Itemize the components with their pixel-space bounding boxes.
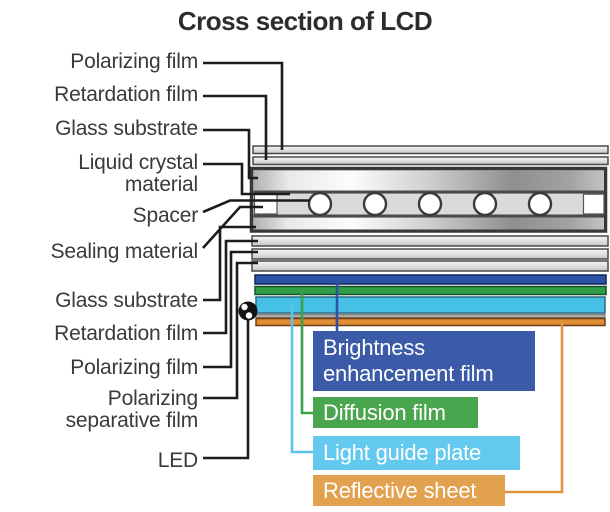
pointer-led — [203, 318, 250, 460]
layer-glass-substrate-bottom — [253, 217, 604, 230]
layer-retardation-film-bottom — [251, 235, 609, 247]
label-box-diffusion-film: Diffusion film — [313, 397, 478, 428]
spacer-circle — [472, 191, 498, 217]
label-retardation-film-bottom: Retardation film — [54, 322, 198, 345]
label-box-light-guide-plate: Light guide plate — [313, 436, 520, 470]
pointer-polarizing-film-top — [203, 61, 284, 150]
sealing-material-right — [582, 193, 605, 215]
spacer-circle — [362, 191, 388, 217]
sealing-material-left — [253, 193, 278, 215]
spacer-circle — [307, 191, 333, 217]
layer-polarizing-separative-film — [251, 260, 609, 272]
layer-glass-substrate-top — [253, 170, 604, 191]
label-spacer: Spacer — [132, 204, 199, 227]
colored-connectors — [290, 281, 564, 494]
pointer-sealing-material — [202, 205, 263, 249]
layer-brightness-enhancement-film — [254, 274, 607, 285]
label-sealing-material: Sealing material — [50, 240, 199, 263]
layer-reflective-sheet — [255, 317, 606, 327]
spacer-circle — [527, 191, 553, 217]
layer-thin-sheet — [255, 314, 606, 318]
label-polarizing-film-bottom: Polarizing film — [70, 356, 198, 379]
connector-diffusion-film — [300, 289, 313, 415]
pointer-lines — [202, 61, 310, 460]
spacer-circle — [417, 191, 443, 217]
pointer-glass-substrate-top — [203, 128, 258, 180]
pointer-retardation-film-bottom — [203, 239, 258, 335]
label-box-reflective-sheet: Reflective sheet — [313, 475, 505, 506]
pointer-glass-substrate-bottom — [203, 225, 256, 302]
led-symbol — [238, 301, 258, 321]
layer-diffusion-film — [254, 285, 607, 296]
lcd-cell-block — [249, 166, 608, 233]
pointer-polarizing-separative-film — [203, 261, 258, 400]
connector-reflective-sheet — [505, 321, 564, 494]
layer-polarizing-film-bottom — [251, 248, 609, 260]
pointer-polarizing-film-bottom — [203, 250, 258, 369]
pointer-retardation-film-top — [203, 94, 268, 160]
layer-polarizing-film-top — [252, 145, 609, 155]
label-led: LED — [157, 449, 198, 472]
layer-retardation-film-top — [252, 156, 609, 166]
label-box-brightness-enhancement-film: Brightness enhancement film — [313, 331, 535, 391]
label-glass-substrate-top: Glass substrate — [55, 117, 198, 140]
label-polarizing-film-top: Polarizing film — [70, 50, 198, 73]
pointer-liquid-crystal-material — [203, 162, 290, 196]
diagram-title: Cross section of LCD — [177, 6, 433, 36]
label-glass-substrate-bottom: Glass substrate — [55, 289, 198, 312]
layer-light-guide-plate — [255, 296, 606, 314]
pointer-spacer — [202, 199, 310, 214]
label-retardation-film-top: Retardation film — [54, 83, 198, 106]
connector-light-guide-plate — [290, 303, 313, 454]
